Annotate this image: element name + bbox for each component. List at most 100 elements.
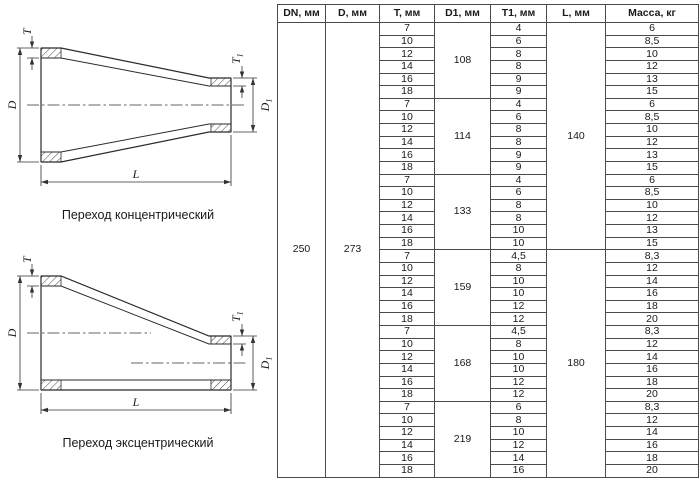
t1-value-cell: 16 xyxy=(490,463,547,479)
t-value-cell: 7 xyxy=(379,173,435,188)
massa-value-cell: 20 xyxy=(605,463,699,479)
d1-value-cell: 168 xyxy=(434,325,491,402)
t1-value-cell: 10 xyxy=(490,362,547,377)
eccentric-reducer-figure: D T T1 D xyxy=(3,238,274,450)
column-header: Масса, кг xyxy=(605,4,699,23)
t-value-cell: 10 xyxy=(379,413,435,427)
t-value-cell: 12 xyxy=(379,198,435,213)
t-value-cell: 7 xyxy=(379,97,435,112)
dim-label-l: L xyxy=(132,167,140,181)
t1-value-cell: 8 xyxy=(490,59,547,74)
massa-value-cell: 10 xyxy=(605,47,699,61)
t1-value-cell: 6 xyxy=(490,34,547,49)
d1-value-cell: 108 xyxy=(434,22,491,99)
t1-value-cell: 4,5 xyxy=(490,325,547,339)
massa-value-cell: 16 xyxy=(605,287,699,301)
t1-value-cell: 10 xyxy=(490,236,547,251)
dim-label-t: T xyxy=(20,255,34,263)
massa-value-cell: 13 xyxy=(605,148,699,162)
massa-value-cell: 13 xyxy=(605,224,699,238)
t1-value-cell: 8 xyxy=(490,413,547,427)
t-value-cell: 7 xyxy=(379,22,435,36)
hatched-wall-sections xyxy=(40,47,232,163)
massa-value-cell: 20 xyxy=(605,388,699,402)
t-value-cell: 14 xyxy=(379,211,435,225)
massa-value-cell: 15 xyxy=(605,160,699,175)
massa-value-cell: 12 xyxy=(605,59,699,74)
t1-value-cell: 12 xyxy=(490,438,547,453)
t1-value-cell: 8 xyxy=(490,135,547,150)
t-value-cell: 14 xyxy=(379,362,435,377)
t1-value-cell: 9 xyxy=(490,160,547,175)
t-value-cell: 18 xyxy=(379,312,435,326)
t1-value-cell: 12 xyxy=(490,312,547,326)
t-value-cell: 18 xyxy=(379,236,435,251)
table-row: 14 8 12 xyxy=(278,135,699,150)
t1-value-cell: 6 xyxy=(490,186,547,200)
t-value-cell: 7 xyxy=(379,249,435,263)
dim-label-t: T xyxy=(20,27,34,35)
column-header: L, мм xyxy=(546,4,606,23)
t1-value-cell: 9 xyxy=(490,85,547,99)
t1-value-cell: 6 xyxy=(490,400,547,415)
massa-value-cell: 12 xyxy=(605,337,699,352)
t-value-cell: 18 xyxy=(379,388,435,402)
t1-value-cell: 8 xyxy=(490,198,547,213)
t-value-cell: 14 xyxy=(379,287,435,301)
t-value-cell: 16 xyxy=(379,451,435,465)
t-value-cell: 10 xyxy=(379,337,435,352)
t-value-cell: 16 xyxy=(379,224,435,238)
l-value-cell: 140 xyxy=(546,21,606,251)
table-row: 10 8 12 xyxy=(278,413,699,427)
massa-value-cell: 12 xyxy=(605,413,699,427)
t-value-cell: 10 xyxy=(379,186,435,200)
t1-value-cell: 4 xyxy=(490,97,547,112)
dn-value-cell: 250 xyxy=(277,22,326,478)
massa-value-cell: 8,5 xyxy=(605,34,699,49)
massa-value-cell: 10 xyxy=(605,123,699,137)
table-row: 18 16 20 xyxy=(278,463,699,479)
d1-value-cell: 114 xyxy=(434,97,491,175)
t-value-cell: 10 xyxy=(379,110,435,124)
t-value-cell: 16 xyxy=(379,148,435,162)
d1-value-cell: 219 xyxy=(434,400,491,479)
t1-value-cell: 12 xyxy=(490,388,547,402)
t-value-cell: 16 xyxy=(379,299,435,314)
massa-value-cell: 15 xyxy=(605,236,699,251)
dim-label-t1: T1 xyxy=(229,311,245,322)
eccentric-caption: Переход эксцентрический xyxy=(62,436,214,450)
eccentric-reducer-drawing: D T T1 D xyxy=(5,255,274,414)
massa-value-cell: 18 xyxy=(605,299,699,314)
massa-value-cell: 12 xyxy=(605,135,699,150)
t-value-cell: 14 xyxy=(379,135,435,150)
t1-value-cell: 12 xyxy=(490,375,547,390)
massa-value-cell: 18 xyxy=(605,451,699,465)
table-row: 18 12 20 xyxy=(278,388,699,402)
massa-value-cell: 14 xyxy=(605,274,699,289)
t-value-cell: 7 xyxy=(379,400,435,415)
t-value-cell: 18 xyxy=(379,463,435,479)
t1-value-cell: 10 xyxy=(490,224,547,238)
massa-value-cell: 18 xyxy=(605,375,699,390)
dim-label-d: D xyxy=(5,328,19,338)
massa-value-cell: 6 xyxy=(605,22,699,36)
massa-value-cell: 8,5 xyxy=(605,186,699,200)
t-value-cell: 12 xyxy=(379,350,435,364)
t1-value-cell: 4,5 xyxy=(490,249,547,263)
concentric-reducer-figure: D T T1 D xyxy=(3,10,274,222)
hatched-wall-sections xyxy=(40,275,232,391)
massa-value-cell: 16 xyxy=(605,438,699,453)
l-value-cell: 180 xyxy=(546,249,606,478)
t1-value-cell: 12 xyxy=(490,299,547,314)
concentric-caption: Переход концентрический xyxy=(61,208,215,222)
